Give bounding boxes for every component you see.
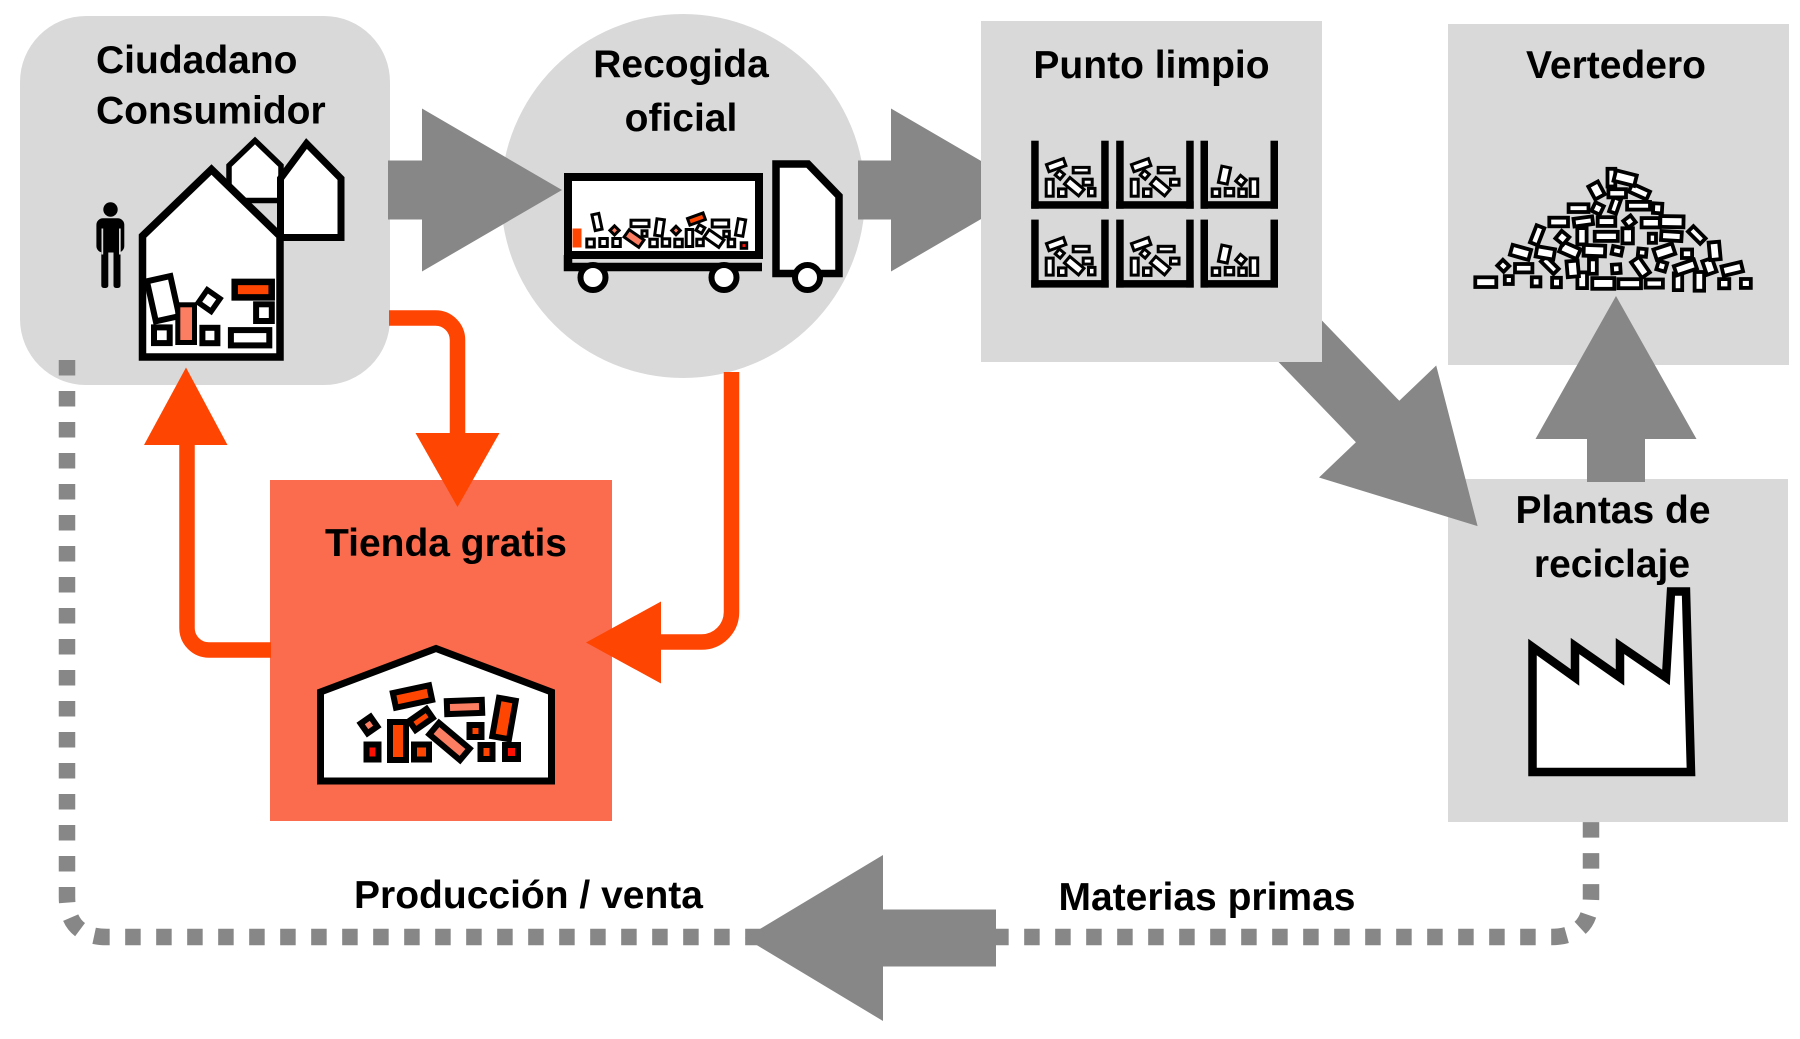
svg-text:Producción / venta: Producción / venta (354, 874, 703, 917)
svg-text:Consumidor: Consumidor (96, 90, 326, 133)
svg-text:oficial: oficial (625, 97, 738, 140)
svg-text:Materias primas: Materias primas (1059, 876, 1356, 919)
svg-text:Recogida: Recogida (593, 43, 769, 86)
svg-text:reciclaje: reciclaje (1534, 543, 1690, 586)
svg-text:Vertedero: Vertedero (1526, 44, 1706, 87)
svg-text:Punto limpio: Punto limpio (1033, 44, 1269, 87)
svg-text:Plantas de: Plantas de (1515, 489, 1710, 532)
svg-text:Ciudadano: Ciudadano (96, 39, 298, 82)
svg-text:Tienda gratis: Tienda gratis (325, 522, 567, 565)
